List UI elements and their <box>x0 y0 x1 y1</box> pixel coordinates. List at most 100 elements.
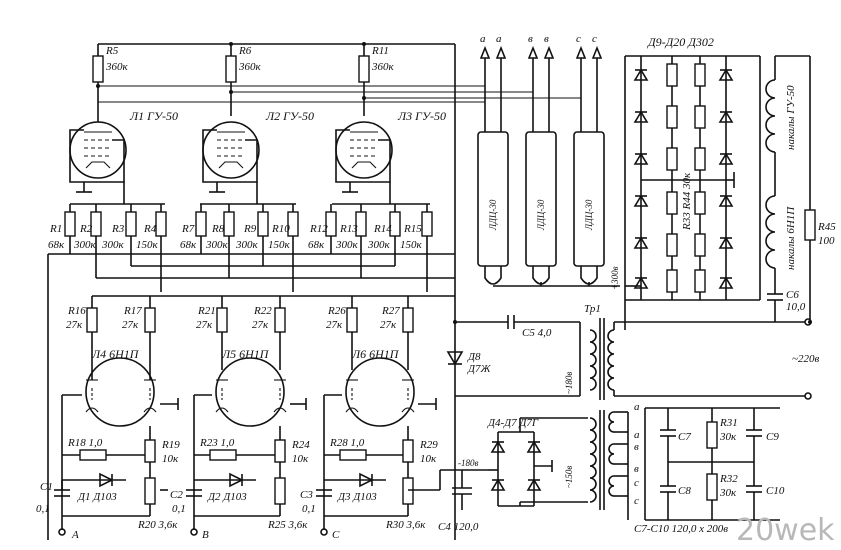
transformer-tr1 <box>520 318 812 510</box>
label-r19-value: 10к <box>162 453 179 465</box>
filament-chain <box>765 55 816 324</box>
label-r11: R11 <box>371 45 389 57</box>
label-top-a2: a <box>496 33 502 45</box>
label-tap-b: в <box>634 441 639 453</box>
label-r16-value: 27к <box>66 319 83 331</box>
label-r22-value: 27к <box>252 319 269 331</box>
label-top-b1: в <box>528 33 533 45</box>
label-r9: R9 <box>243 223 257 235</box>
label-r1-value: 68к <box>48 239 65 251</box>
coupling-section <box>446 315 581 397</box>
label-ldc-1: ЛДЦ-30 <box>488 199 498 231</box>
label-r11-value: 360к <box>371 61 395 73</box>
label-c1-value: 0,1 <box>36 503 50 515</box>
label-c2: C2 <box>170 489 183 501</box>
label-r23: R23 1,0 <box>199 437 235 449</box>
label-d8-value: Д7Ж <box>467 363 491 375</box>
ldc-lamps <box>477 45 620 287</box>
stage-b <box>186 296 307 536</box>
label-diode-bank: Д9-Д20 Д302 <box>647 35 714 49</box>
label-tr1: Тр1 <box>584 303 601 315</box>
label-r5-value: 360к <box>105 61 129 73</box>
label-r45-value: 100 <box>818 235 835 247</box>
label-r2-value: 300к <box>73 239 97 251</box>
filter-bank <box>627 407 780 521</box>
label-r12-value: 68к <box>308 239 325 251</box>
label-r17-value: 27к <box>122 319 139 331</box>
label-r24: R24 <box>291 439 310 451</box>
label-r15: R15 <box>403 223 422 235</box>
label-c10: C10 <box>766 485 785 497</box>
label-r5: R5 <box>105 45 119 57</box>
label-r14: R14 <box>373 223 392 235</box>
label-r31: R31 <box>719 417 738 429</box>
label-filament-gu50: накалы ГУ-50 <box>785 85 797 150</box>
label-l1: Л1 ГУ-50 <box>129 109 178 123</box>
label-r25: R25 3,6к <box>267 519 308 531</box>
label-r13-value: 300к <box>335 239 359 251</box>
label-r3-value: 300к <box>101 239 125 251</box>
label-tap-c2: c <box>634 495 639 507</box>
tube-l2 <box>202 121 260 193</box>
anode-rail-6n1p <box>47 254 455 540</box>
label-filament-6n1p: накалы 6Н1П <box>785 206 797 270</box>
label-r17: R17 <box>123 305 142 317</box>
label-c6-value: 10,0 <box>786 301 806 313</box>
plate-lines <box>96 84 581 103</box>
label-c8: C8 <box>678 485 691 497</box>
label-r6: R6 <box>238 45 252 57</box>
label-c3-value: 0,1 <box>302 503 316 515</box>
label-r26: R26 <box>327 305 346 317</box>
tube-l1 <box>69 116 127 193</box>
label-r15-value: 150к <box>400 239 423 251</box>
label-d1: Д1 Д103 <box>77 491 117 503</box>
label-r10: R10 <box>271 223 290 235</box>
label-c2-value: 0,1 <box>172 503 186 515</box>
label-r29: R29 <box>419 439 438 451</box>
label-r7-value: 68к <box>180 239 197 251</box>
label-r21: R21 <box>197 305 216 317</box>
label-r8-value: 300к <box>205 239 229 251</box>
label-r26-value: 27к <box>326 319 343 331</box>
label-c4: C4 120,0 <box>438 521 479 533</box>
label-r22: R22 <box>253 305 272 317</box>
label-r8: R8 <box>211 223 225 235</box>
label-l5: Л5 6Н1П <box>221 347 270 361</box>
label-c7: C7 <box>678 431 691 443</box>
label-r9-value: 300к <box>235 239 259 251</box>
label-180v-dc: -180в <box>458 458 478 468</box>
label-r45: R45 <box>817 221 836 233</box>
label-r12: R12 <box>309 223 328 235</box>
watermark: 20wek <box>736 513 835 548</box>
label-r13: R13 <box>339 223 358 235</box>
label-input-c: C <box>332 529 340 541</box>
label-r28: R28 1,0 <box>329 437 365 449</box>
label-c3: C3 <box>300 489 313 501</box>
label-c9: C9 <box>766 431 779 443</box>
label-top-c2: c <box>592 33 597 45</box>
diode-bank <box>624 55 761 330</box>
label-r30: R30 3,6к <box>385 519 426 531</box>
label-150v: ~150в <box>564 466 574 488</box>
label-d2: Д2 Д103 <box>207 491 247 503</box>
label-top-b2: в <box>544 33 549 45</box>
label-top-a1: a <box>480 33 486 45</box>
bridge-d4-d7 <box>452 418 553 510</box>
label-top-c1: c <box>576 33 581 45</box>
label-d8: Д8 <box>467 351 481 363</box>
label-180v-ac: ~180в <box>564 372 574 394</box>
label-r6-value: 360к <box>238 61 262 73</box>
label-r14-value: 300к <box>367 239 391 251</box>
label-r4-value: 150к <box>136 239 159 251</box>
label-r3: R3 <box>111 223 125 235</box>
label-l6: Л6 6Н1П <box>351 347 400 361</box>
label-r2: R2 <box>79 223 93 235</box>
label-r1: R1 <box>49 223 62 235</box>
label-input-b: B <box>202 529 209 541</box>
anode-resistors <box>92 42 456 540</box>
label-l2: Л2 ГУ-50 <box>265 109 314 123</box>
label-r33-r44: R33 R44 30к <box>681 172 693 231</box>
label-input-a: A <box>71 529 79 541</box>
